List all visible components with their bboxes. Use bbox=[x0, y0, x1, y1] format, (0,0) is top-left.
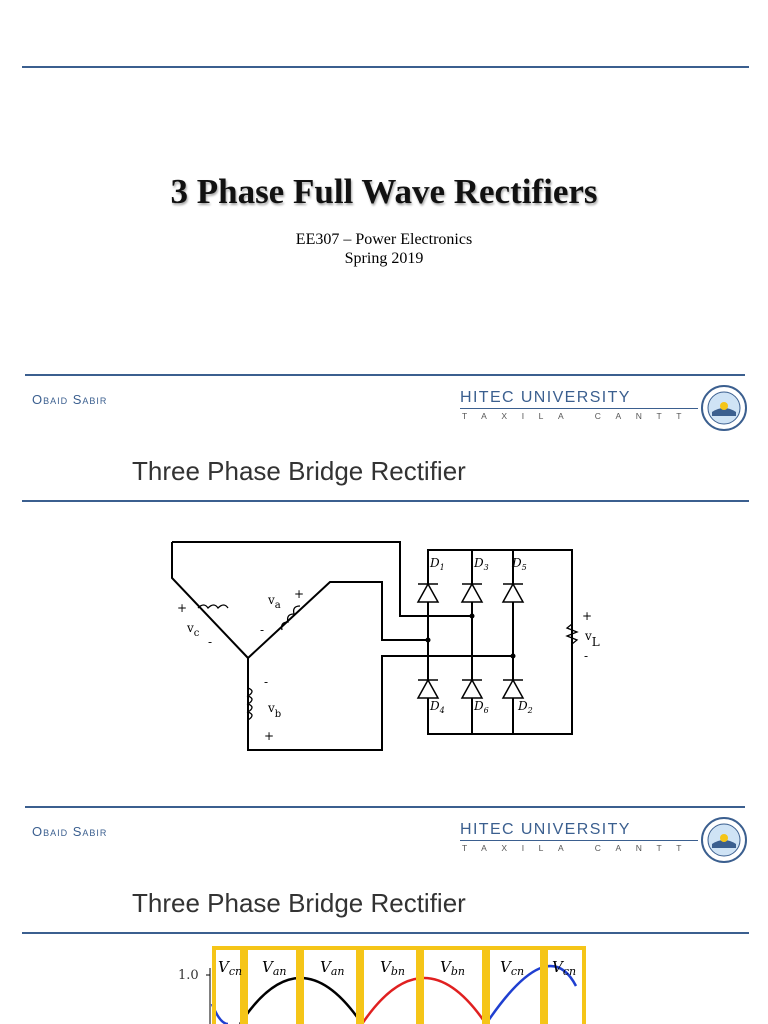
interval-box-6 bbox=[486, 946, 544, 1024]
presentation-title: 3 Phase Full Wave Rectifiers bbox=[170, 172, 598, 211]
interval-box-3 bbox=[300, 946, 360, 1024]
author-name: Obaid Sabir bbox=[32, 392, 108, 407]
y-tick-label: 1.0 bbox=[178, 968, 199, 983]
phase-c-wave bbox=[484, 964, 578, 1024]
interval-label-5: Vbn bbox=[440, 958, 465, 978]
diode-label-d5: D5 bbox=[511, 556, 527, 572]
course-name: EE307 – Power Electronics bbox=[295, 231, 473, 248]
diode-label-d6: D6 bbox=[473, 699, 489, 715]
vc-plus: + bbox=[177, 601, 187, 615]
university-underline bbox=[460, 408, 698, 409]
diode-label-d2: D2 bbox=[517, 699, 533, 715]
university-underline bbox=[460, 840, 698, 841]
vc-minus: - bbox=[208, 635, 212, 649]
vc-label: vc bbox=[186, 621, 200, 639]
header-rule bbox=[25, 806, 745, 808]
slide-title: Three Phase Bridge Rectifier bbox=[132, 888, 466, 918]
interval-label-4: Vbn bbox=[380, 958, 405, 978]
circuit-slide: Obaid Sabir HITEC UNIVERSITY TAXILA CANT… bbox=[0, 350, 768, 782]
university-name: HITEC UNIVERSITY bbox=[460, 389, 631, 406]
va-label: va bbox=[267, 593, 281, 611]
phase-voltage-waveform: 1.0 Vcn Van Van Vbn Vbn Vcn Vcn bbox=[178, 946, 586, 1024]
title-slide: 3 Phase Full Wave Rectifiers EE307 – Pow… bbox=[0, 0, 768, 350]
waveform-slide: Obaid Sabir HITEC UNIVERSITY TAXILA CANT… bbox=[0, 782, 768, 1024]
interval-box-1 bbox=[212, 946, 244, 1024]
interval-label-7: Vcn bbox=[552, 958, 576, 978]
top-rule bbox=[22, 66, 749, 68]
interval-box-5 bbox=[420, 946, 486, 1024]
university-seal-icon bbox=[701, 817, 747, 863]
coil-a bbox=[280, 605, 301, 631]
slide-title: Three Phase Bridge Rectifier bbox=[132, 456, 466, 486]
author-name: Obaid Sabir bbox=[32, 824, 108, 839]
diode-label-d3: D3 bbox=[473, 556, 489, 572]
interval-label-6: Vcn bbox=[500, 958, 524, 978]
university-location: TAXILA CANTT bbox=[462, 843, 697, 853]
vb-label: vb bbox=[267, 701, 281, 720]
wire-c-to-bridge bbox=[172, 541, 472, 617]
coil-c bbox=[197, 604, 229, 610]
va-minus: - bbox=[260, 623, 264, 637]
wire-c-phase bbox=[171, 542, 249, 659]
interval-label-1: Vcn bbox=[218, 958, 242, 978]
interval-box-7 bbox=[544, 946, 586, 1024]
title-rule bbox=[22, 932, 749, 934]
title-rule bbox=[22, 500, 749, 502]
vb-plus: + bbox=[264, 729, 274, 743]
university-name: HITEC UNIVERSITY bbox=[460, 821, 631, 838]
interval-label-3: Van bbox=[320, 958, 345, 978]
vl-label: vL bbox=[584, 629, 600, 649]
wire-a-phase bbox=[247, 581, 428, 659]
vl-minus: - bbox=[584, 649, 588, 663]
bridge-rectifier-schematic: D1 D3 D5 D4 D6 D2 va vc vb vL + - + - - … bbox=[171, 541, 600, 751]
load-resistor bbox=[565, 623, 579, 645]
coil-b bbox=[246, 687, 253, 721]
university-seal-icon bbox=[701, 385, 747, 431]
header-rule bbox=[25, 374, 745, 376]
interval-label-2: Van bbox=[262, 958, 287, 978]
vb-minus: - bbox=[264, 675, 268, 689]
diode-label-d4: D4 bbox=[429, 699, 445, 715]
term-label: Spring 2019 bbox=[344, 250, 424, 267]
va-plus: + bbox=[294, 587, 304, 601]
interval-box-2 bbox=[244, 946, 300, 1024]
university-location: TAXILA CANTT bbox=[462, 411, 697, 421]
vl-plus: + bbox=[582, 609, 592, 623]
interval-box-4 bbox=[360, 946, 420, 1024]
diode-label-d1: D1 bbox=[429, 556, 445, 572]
